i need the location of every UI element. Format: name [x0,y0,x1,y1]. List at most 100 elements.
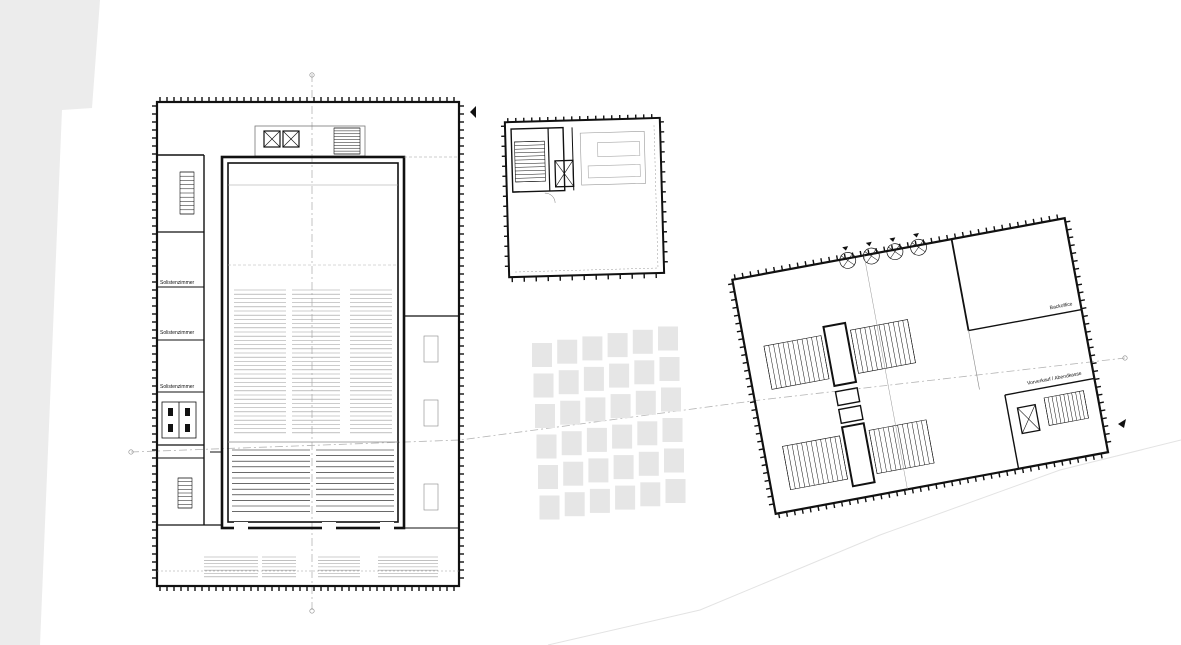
facade-column [888,492,891,498]
facade-column [943,482,946,488]
facade-column [1061,460,1064,466]
facade-column [946,234,949,240]
facade-column [736,330,742,333]
facade-column [985,227,988,233]
hall-toilets [161,401,197,439]
facade-column [922,239,925,245]
facade-column [890,245,894,251]
facade-column [754,424,760,427]
auditorium-outer-wall [220,155,406,530]
facade-column [1092,454,1095,460]
facade-column [755,432,761,435]
facade-column [974,476,977,482]
foyer-central-core [822,321,858,388]
pavilion-facade-columns [500,114,668,283]
pavilion-bar-counter [579,131,646,186]
facade-column [1079,299,1086,302]
foyer-facade [731,216,1110,516]
facade-column [804,261,807,267]
facade-column [930,237,933,243]
facade-column [951,481,954,487]
facade-column [1097,393,1103,396]
hall-north-stair [333,127,361,155]
facade-column [966,478,970,484]
facade-column [1090,354,1096,357]
facade-column [867,249,870,255]
facade-column [1040,217,1043,223]
facade-column [977,228,980,235]
hall-entrance-arrow [470,106,476,118]
foyer-revolving-doors [839,232,927,269]
hall-stair-lower [177,477,193,509]
facade-column [738,338,744,341]
facade-column [911,488,914,494]
facade-column [1045,463,1048,469]
facade-column [848,499,852,506]
facade-column [732,306,738,309]
facade-column [801,508,804,514]
room-label-solist-2: Solistenzimmer [160,330,195,336]
foyer-entrance-arrow [1118,419,1126,428]
facade-column [828,256,831,262]
facade-column [733,314,740,317]
facade-column [864,497,867,503]
facade-column [729,290,735,294]
facade-column [1104,432,1110,436]
facade-column [927,485,930,491]
facade-column [1076,457,1080,463]
facade-column [749,271,752,277]
facade-column [1101,417,1107,420]
pavilion-building [500,114,668,283]
facade-column [1091,362,1097,365]
foyer-grand-stairs [763,319,935,491]
facade-column [1066,228,1072,231]
facade-column [843,253,847,259]
facade-column [1006,470,1009,477]
pavilion-facade [503,116,666,279]
facade-column [749,401,756,404]
facade-column [751,408,757,412]
auditorium-seating [234,289,392,434]
facade-column [872,495,875,501]
facade-column [840,501,844,507]
facade-column [760,456,766,459]
facade-column [1008,223,1012,229]
facade-column [835,255,839,261]
facade-column [998,472,1001,478]
site-boundary-line [547,439,1181,645]
facade-column [1082,314,1088,318]
facade-column [788,263,792,270]
facade-column [938,236,941,242]
foyer-facade-columns [728,214,1112,519]
facade-column [898,243,902,249]
hall-stair-upper [179,171,195,215]
facade-column [993,226,996,232]
facade-column [1092,369,1099,373]
room-label-solist-1: Solistenzimmer [160,280,195,286]
facade-column [777,513,781,519]
facade-column [1069,244,1075,247]
facade-column [1084,322,1090,326]
facade-column [1106,440,1112,444]
facade-column [851,252,854,258]
facade-column [1024,220,1028,226]
facade-column [906,242,910,248]
facade-column [919,486,922,493]
facade-column [935,483,938,490]
facade-column [768,503,775,506]
facade-column [969,230,972,236]
facade-column [767,495,773,498]
hall-facade-columns [152,97,464,591]
facade-column [1065,220,1071,223]
facade-column [1071,251,1077,255]
facade-column [796,262,799,268]
facade-column [728,283,734,286]
facade-column [953,233,957,239]
facade-column [895,491,899,497]
axis-marker-left [128,449,134,455]
facade-column [809,507,812,513]
hall-facade [155,100,461,588]
facade-column [733,274,736,280]
facade-column [1048,215,1051,222]
facade-column [883,246,886,252]
